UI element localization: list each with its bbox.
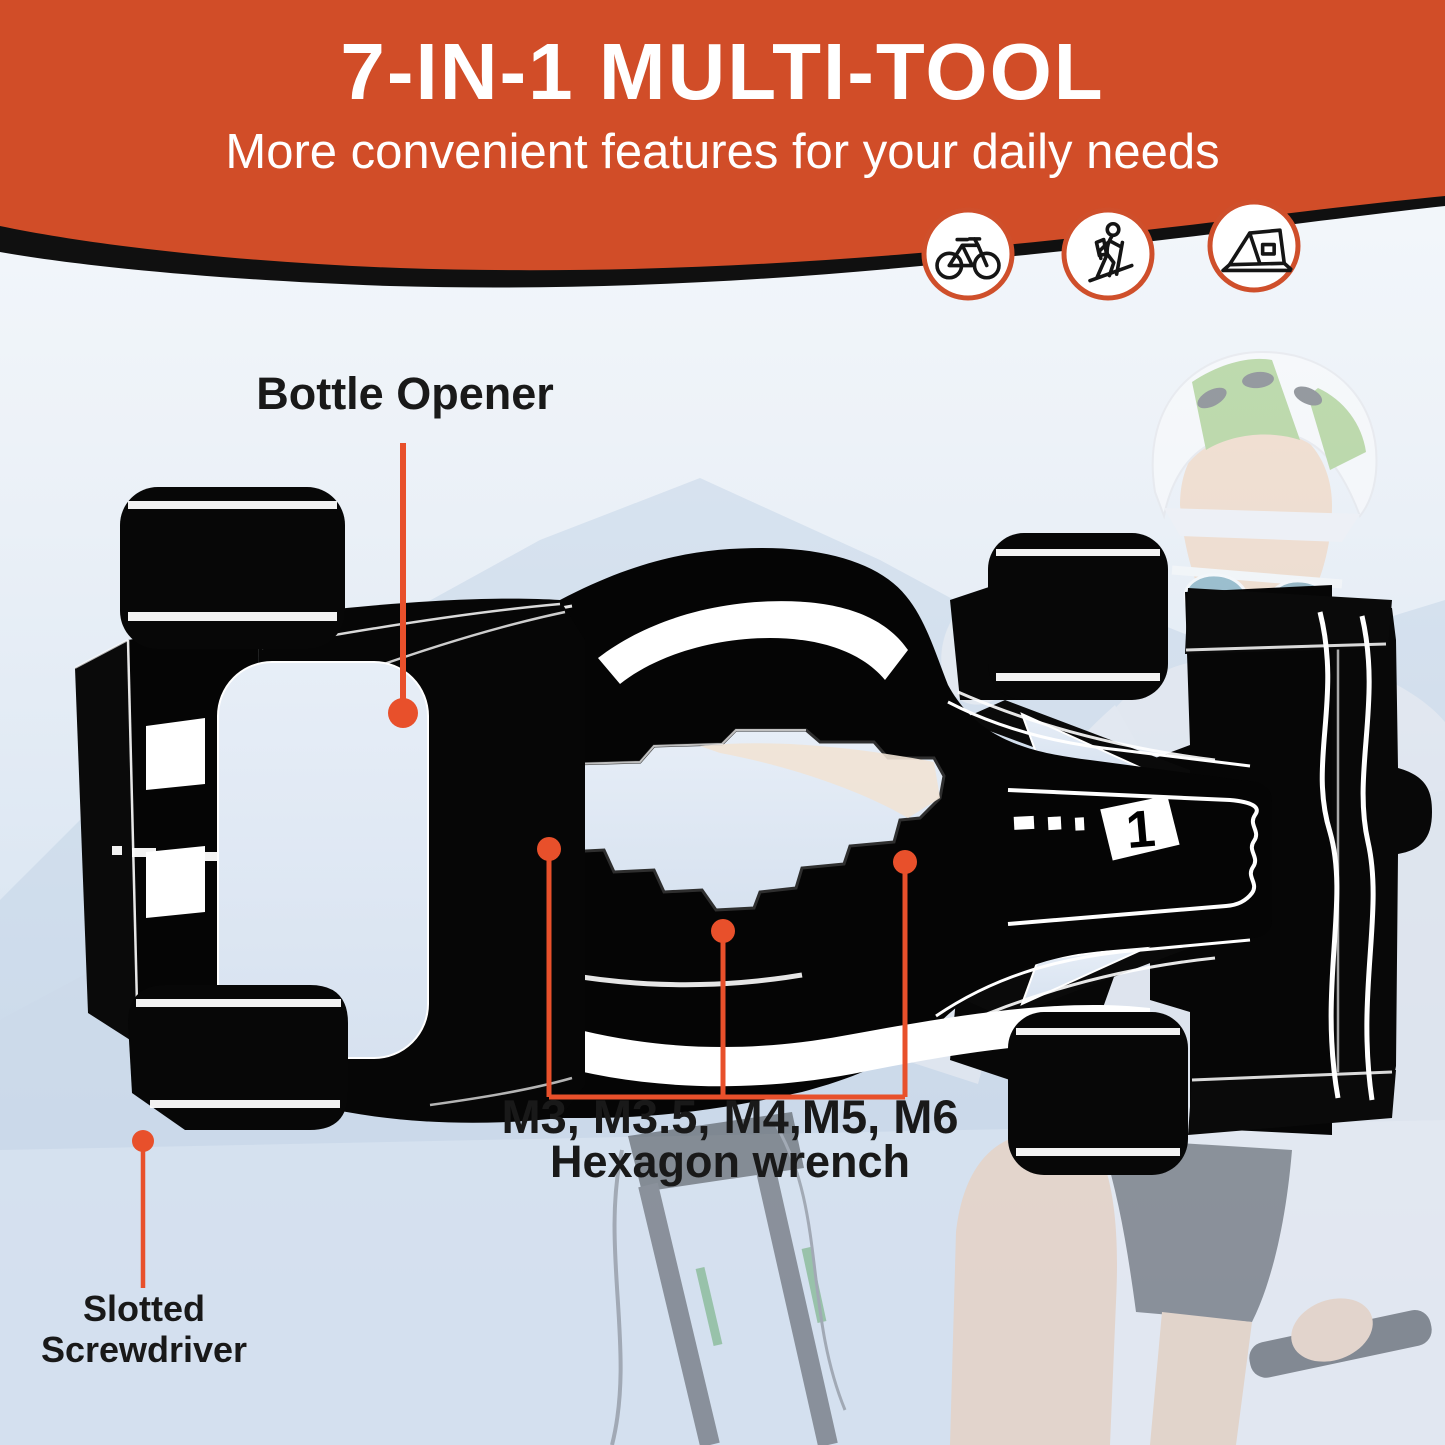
front-wing-endplate [1332, 598, 1432, 1112]
rear-wing-outer-endplate [75, 640, 138, 1045]
front-wing-bottom-flap [1188, 1070, 1396, 1135]
callout-dot [388, 698, 418, 728]
callouts [132, 443, 917, 1288]
nose-number: 1 [1124, 800, 1158, 860]
body-white-swoosh-top [598, 601, 908, 684]
slotted-screwdriver-label-line1: Slotted [83, 1288, 205, 1329]
banner-background [0, 0, 1445, 271]
wheel-pads [120, 487, 1188, 1175]
cyclist-lower-leg [1150, 1312, 1252, 1445]
callout-dot [132, 1130, 154, 1152]
front-wing-top-flap [1185, 588, 1392, 654]
callout-slotted-screwdriver [132, 1130, 154, 1288]
page-title: 7-IN-1 MULTI-TOOL [340, 27, 1105, 116]
callout-dot [711, 919, 735, 943]
cyclist-helmet [1151, 350, 1378, 542]
hexagon-wrench-label: M3, M3.5, M4,M5, M6 Hexagon wrench [420, 1090, 1040, 1187]
tent-icon [1207, 199, 1301, 293]
rear-top-wheel [120, 487, 345, 649]
rear-bottom-wheel [128, 985, 348, 1130]
bike-front-fork [610, 1112, 847, 1445]
nose-number-decal: 1 [1100, 795, 1180, 861]
callout-hexagon-wrench [537, 837, 917, 1100]
cyclist-thigh [950, 1138, 1117, 1445]
callout-dot [893, 850, 917, 874]
bicycle-icon [921, 207, 1015, 301]
front-top-wheel [988, 533, 1168, 700]
hiker-icon [1061, 207, 1155, 301]
rear-wing [74, 598, 585, 1123]
hexagon-wrench-label-line2: Hexagon wrench [549, 1136, 911, 1187]
nose-outline [1007, 788, 1259, 926]
nose-dashes [1013, 815, 1085, 831]
hexagon-wrench-label-line1: M3, M3.5, M4,M5, M6 [501, 1090, 959, 1143]
callout-bottle-opener [388, 443, 418, 728]
bottle-opener-label: Bottle Opener [256, 368, 554, 419]
activity-icons [921, 199, 1301, 301]
body-white-swoosh-bottom [432, 975, 1150, 1087]
front-bottom-wheel [1008, 1012, 1188, 1175]
car-body [560, 548, 1272, 1118]
slotted-screwdriver-label-line2: Screwdriver [40, 1329, 248, 1370]
multi-tool: 1 [74, 487, 1432, 1175]
banner-subtitle: More convenient features for your daily … [225, 125, 1220, 179]
callout-dot [537, 837, 561, 861]
hexagon-wrench-cutout [524, 728, 946, 912]
slotted-screwdriver-label: Slotted Screwdriver [36, 1288, 252, 1370]
cyclist-shorts [1100, 1138, 1292, 1322]
